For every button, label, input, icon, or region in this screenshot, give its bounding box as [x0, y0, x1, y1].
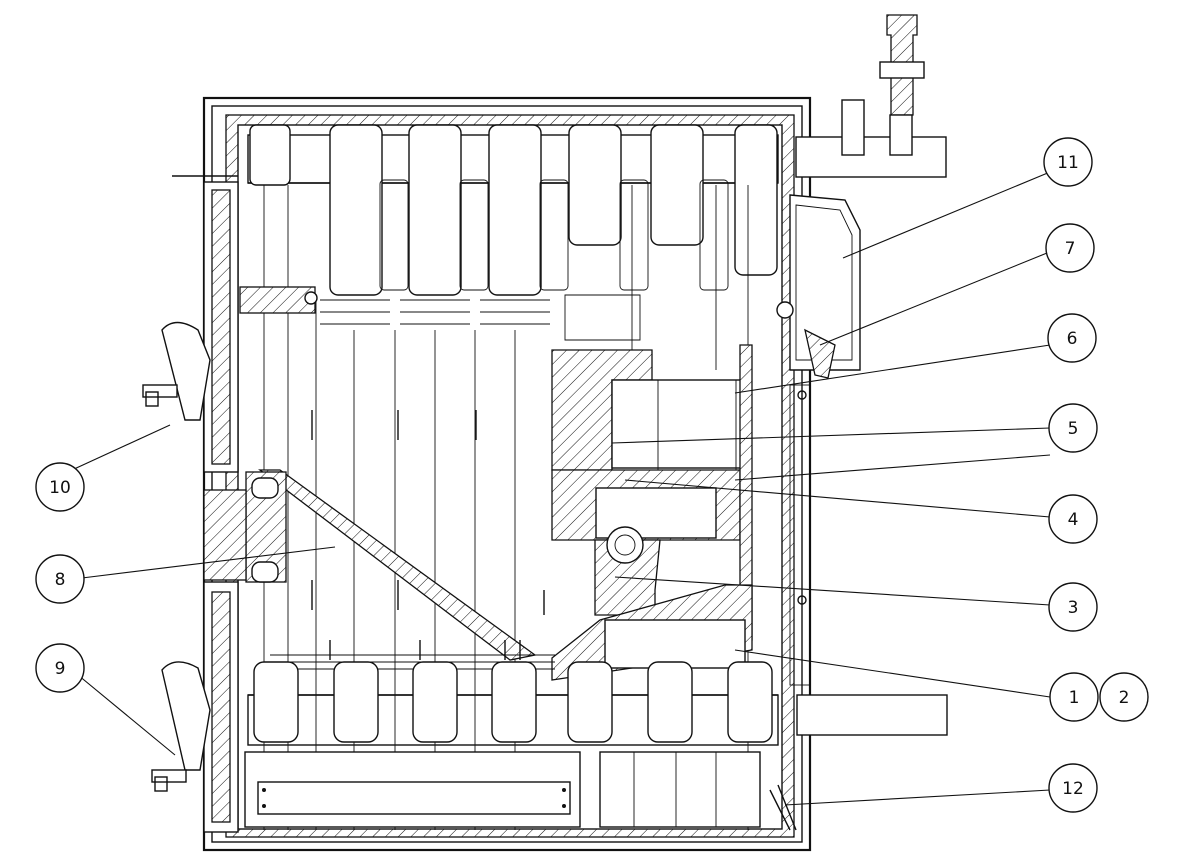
- callout-10-label: 10: [49, 478, 71, 498]
- callout-1: 1: [1049, 672, 1099, 722]
- callout-7: 7: [1045, 223, 1095, 273]
- left-beam: [239, 286, 318, 314]
- lower-fins: [253, 640, 773, 743]
- callout-6: 6: [1047, 313, 1097, 363]
- callout-7-label: 7: [1065, 239, 1076, 259]
- callout-5: 5: [1048, 403, 1098, 453]
- right-fittings: [769, 14, 948, 831]
- callout-11: 11: [1043, 137, 1093, 187]
- callout-12: 12: [1048, 763, 1098, 813]
- left-doors: [142, 175, 247, 833]
- upper-tubes: [249, 124, 778, 325]
- callout-9-label: 9: [55, 659, 66, 679]
- callout-3: 3: [1048, 582, 1098, 632]
- lower-deflector: [551, 584, 753, 681]
- ash-pan: [244, 751, 761, 828]
- callout-8: 8: [35, 554, 85, 604]
- leader-lines: [71, 171, 1051, 806]
- callout-4: 4: [1048, 494, 1098, 544]
- callout-2-label: 2: [1119, 688, 1130, 708]
- firebox-block: [551, 294, 753, 641]
- callout-5-label: 5: [1068, 419, 1079, 439]
- callout-3-label: 3: [1068, 598, 1079, 618]
- center-support: [594, 526, 661, 616]
- callout-10: 10: [35, 462, 85, 512]
- callout-6-label: 6: [1067, 329, 1078, 349]
- callout-8-label: 8: [55, 570, 66, 590]
- callout-12-label: 12: [1062, 779, 1084, 799]
- callout-9: 9: [35, 643, 85, 693]
- callout-2: 2: [1099, 672, 1149, 722]
- callout-4-label: 4: [1068, 510, 1079, 530]
- callout-11-label: 11: [1057, 153, 1079, 173]
- callout-1-label: 1: [1069, 688, 1080, 708]
- diagonal-baffle: [245, 469, 537, 661]
